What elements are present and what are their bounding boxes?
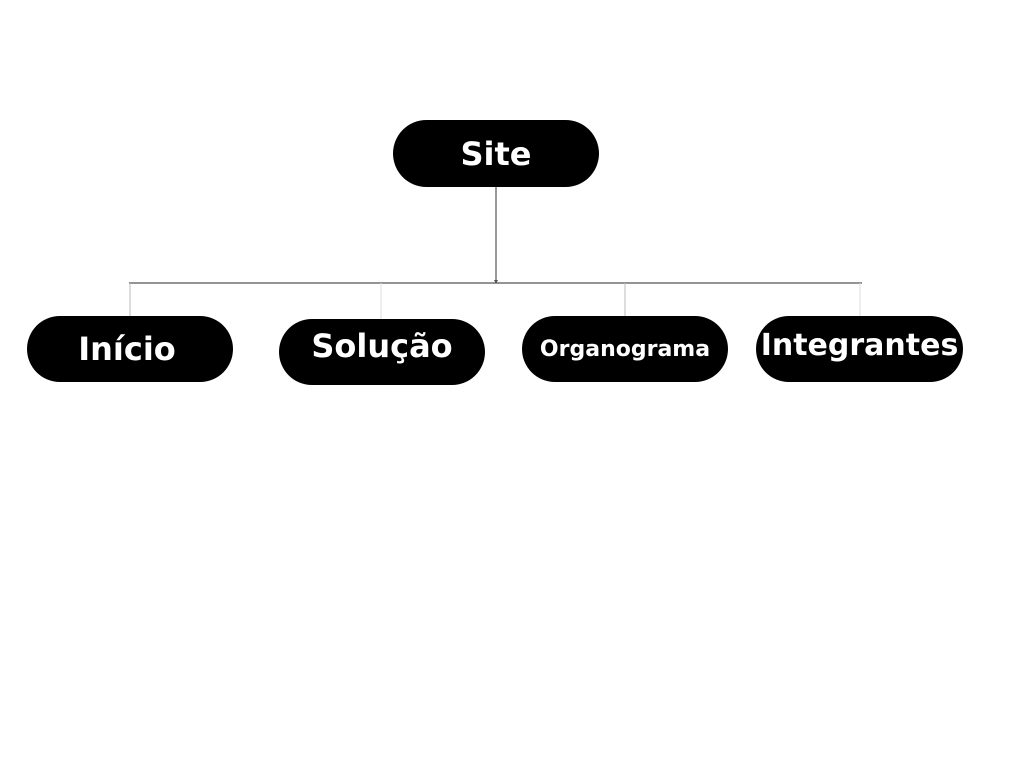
node-organograma-label: Organograma (539, 336, 711, 362)
node-integrantes: Integrantes (756, 316, 963, 382)
node-solucao-label: Solução (311, 327, 453, 365)
node-inicio: Início (27, 316, 233, 382)
node-site-label: Site (460, 134, 532, 173)
node-solucao: Solução (279, 319, 485, 385)
node-inicio-label: Início (78, 330, 176, 368)
node-site: Site (393, 120, 599, 187)
root-stem-arrowhead (494, 280, 498, 284)
node-organograma: Organograma (522, 316, 728, 382)
node-integrantes-label: Integrantes (760, 327, 959, 363)
